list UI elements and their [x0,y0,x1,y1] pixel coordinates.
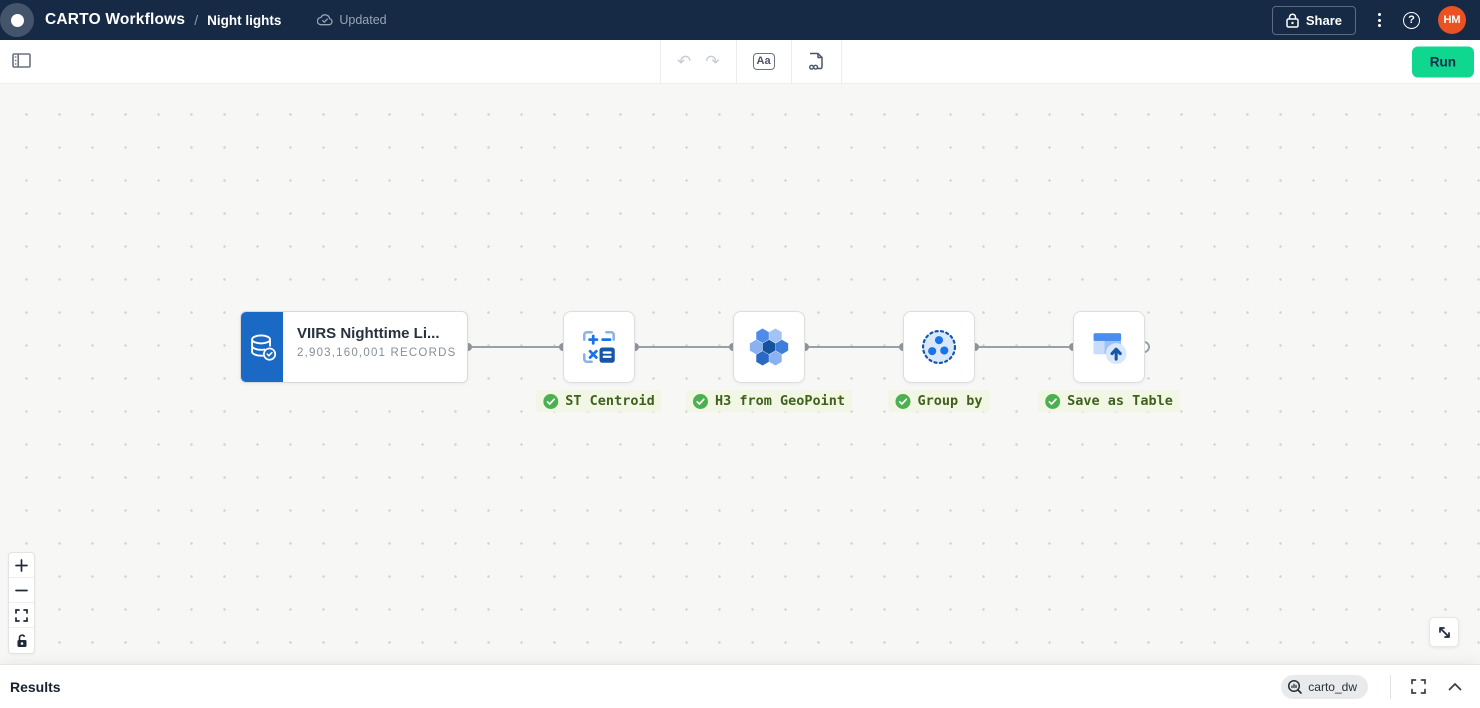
sync-status-label: Updated [339,13,387,27]
breadcrumb-separator: / [194,12,199,28]
source-node-records: 2,903,160,001 RECORDS [297,347,455,359]
carto-logo[interactable] [0,3,34,37]
port-out-source[interactable] [464,343,472,351]
node-label-st-centroid: ST Centroid [536,390,662,412]
database-icon [251,334,277,361]
zoom-out-button[interactable] [9,578,34,603]
export-sql-button[interactable] [790,40,842,83]
avatar-initials: HM [1443,14,1461,26]
diagonal-resize-icon [1438,626,1450,638]
lock-icon [1286,13,1299,28]
avatar[interactable]: HM [1438,6,1466,34]
collapse-results-button[interactable] [1444,678,1466,695]
app-title: CARTO Workflows [45,11,186,28]
edge-h3-to-groupby [805,346,903,348]
fit-view-icon [15,608,28,622]
success-check-icon [1045,393,1061,409]
undo-icon[interactable]: ↶ [677,52,692,71]
panel-left-icon [12,52,31,68]
success-check-icon [543,393,559,409]
chevron-up-icon [1448,683,1462,691]
app-header: CARTO Workflows / Night lights Updated S… [0,0,1480,40]
port-out-groupby[interactable] [971,343,979,351]
group-by-icon [921,329,957,365]
fit-view-button[interactable] [9,603,34,628]
source-icon-block [241,312,283,382]
annotation-icon[interactable]: Aa [752,52,775,71]
edge-centroid-to-h3 [635,346,733,348]
node-group-by[interactable] [903,311,975,383]
connection-name: carto_dw [1308,679,1357,694]
lock-open-icon [17,633,26,647]
node-label-save-as-table: Save as Table [1038,390,1180,412]
workflow-toolbar: ↶ ↷ Aa Run [0,40,1480,84]
node-label-group-by: Group by [888,390,990,412]
panel-left-toggle[interactable] [8,49,35,75]
port-out-h3[interactable] [801,343,809,351]
divider [1390,674,1391,699]
plus-icon [15,558,28,572]
share-button-label: Share [1305,12,1342,28]
h3-hexagons-icon [749,328,789,366]
help-icon[interactable]: ? [1403,11,1420,29]
export-sql-icon [808,52,823,70]
sync-status: Updated [317,13,387,27]
cloud-done-icon [317,14,333,26]
kebab-menu-icon[interactable] [1374,9,1385,31]
results-title: Results [10,678,61,695]
success-check-icon [895,393,911,409]
carto-logo-dot [10,13,24,27]
minus-icon [15,589,28,591]
node-save-as-table[interactable] [1073,311,1145,383]
source-node-title: VIIRS Nighttime Li... [297,325,440,342]
save-as-table-icon [1093,333,1127,365]
success-check-icon [692,393,708,409]
workflow-canvas[interactable]: VIIRS Nighttime Li... 2,903,160,001 RECO… [0,84,1480,664]
st-centroid-icon [583,331,615,363]
workflow-name[interactable]: Night lights [207,12,282,28]
help-glyph: ? [1408,14,1415,26]
bigquery-magnifier-icon [1288,679,1303,694]
zoom-controls [8,552,35,654]
fullscreen-icon [1411,679,1426,694]
results-bar: Results carto_dw [0,664,1480,708]
lock-toggle-button[interactable] [9,628,34,653]
share-button[interactable]: Share [1271,5,1356,35]
connection-badge[interactable]: carto_dw [1281,674,1368,699]
canvas-resize-button[interactable] [1429,617,1459,647]
expand-results-button[interactable] [1407,675,1430,698]
node-st-centroid[interactable] [563,311,635,383]
redo-icon[interactable]: ↷ [705,52,720,71]
edge-groupby-to-save [975,346,1073,348]
node-source-viirs[interactable]: VIIRS Nighttime Li... 2,903,160,001 RECO… [240,311,468,383]
node-h3-from-geopoint[interactable] [733,311,805,383]
run-button[interactable]: Run [1411,46,1474,77]
node-label-h3-from-geopoint: H3 from GeoPoint [685,390,853,412]
port-out-centroid[interactable] [631,343,639,351]
edge-source-to-centroid [468,346,563,348]
zoom-in-button[interactable] [9,553,34,578]
